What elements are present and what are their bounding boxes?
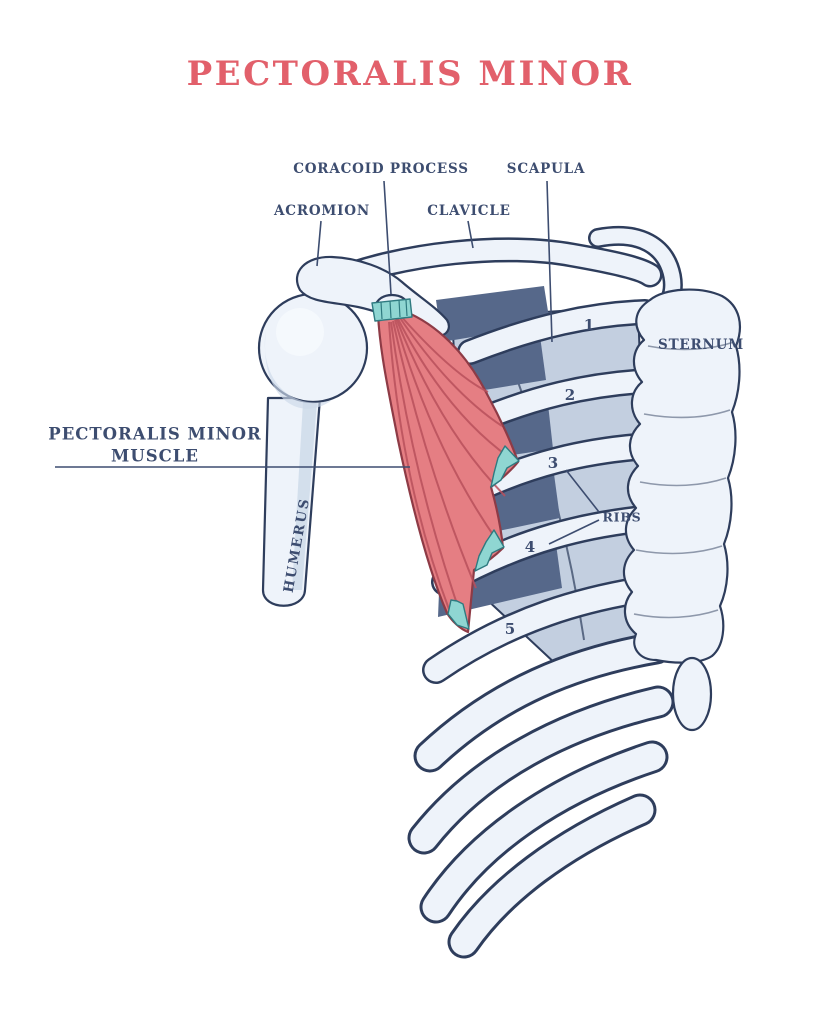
- rib-7: [407, 685, 675, 855]
- rib-number-3: 3: [547, 454, 559, 472]
- rib-5: [422, 574, 668, 684]
- rib-attachment-tendons: [447, 445, 520, 630]
- rib-1: [457, 299, 658, 365]
- rib-8: [419, 740, 669, 924]
- label-acromion: ACROMION: [274, 203, 370, 219]
- humerus-bone: [257, 292, 369, 607]
- rib-number-4: 4: [524, 538, 536, 556]
- leader-ribs-lower: [548, 519, 600, 545]
- label-pectoralis-minor-line1: PECTORALIS MINOR: [48, 424, 262, 444]
- xiphoid-process: [671, 656, 713, 732]
- rib-number-1: 1: [583, 316, 595, 334]
- ribcage: [407, 225, 683, 959]
- pectoralis-minor-muscle: [371, 298, 520, 634]
- leader-lines: [55, 180, 600, 545]
- label-ribs: RIBS: [602, 509, 642, 525]
- leader-acromion: [316, 220, 322, 267]
- muscle-striations: [388, 313, 514, 625]
- coracoid-tendon: [371, 298, 413, 322]
- diagram-title: PECTORALIS MINOR: [186, 54, 634, 94]
- rib-6: [413, 631, 673, 773]
- label-sternum: STERNUM: [658, 337, 744, 353]
- leader-scapula: [546, 180, 553, 343]
- leader-coracoid-process: [383, 180, 392, 295]
- leader-clavicle: [467, 220, 474, 249]
- label-coracoid-process: CORACOID PROCESS: [293, 161, 469, 177]
- rib-number-2: 2: [564, 386, 576, 404]
- sternum-body: [622, 288, 741, 664]
- rib-number-5: 5: [504, 620, 516, 638]
- rib-9: [447, 793, 657, 959]
- label-clavicle: CLAVICLE: [427, 203, 511, 219]
- leader-ribs-upper: [565, 469, 600, 513]
- label-scapula: SCAPULA: [506, 161, 586, 177]
- sternum-bone: [622, 288, 741, 732]
- label-pectoralis-minor-line2: MUSCLE: [111, 446, 199, 466]
